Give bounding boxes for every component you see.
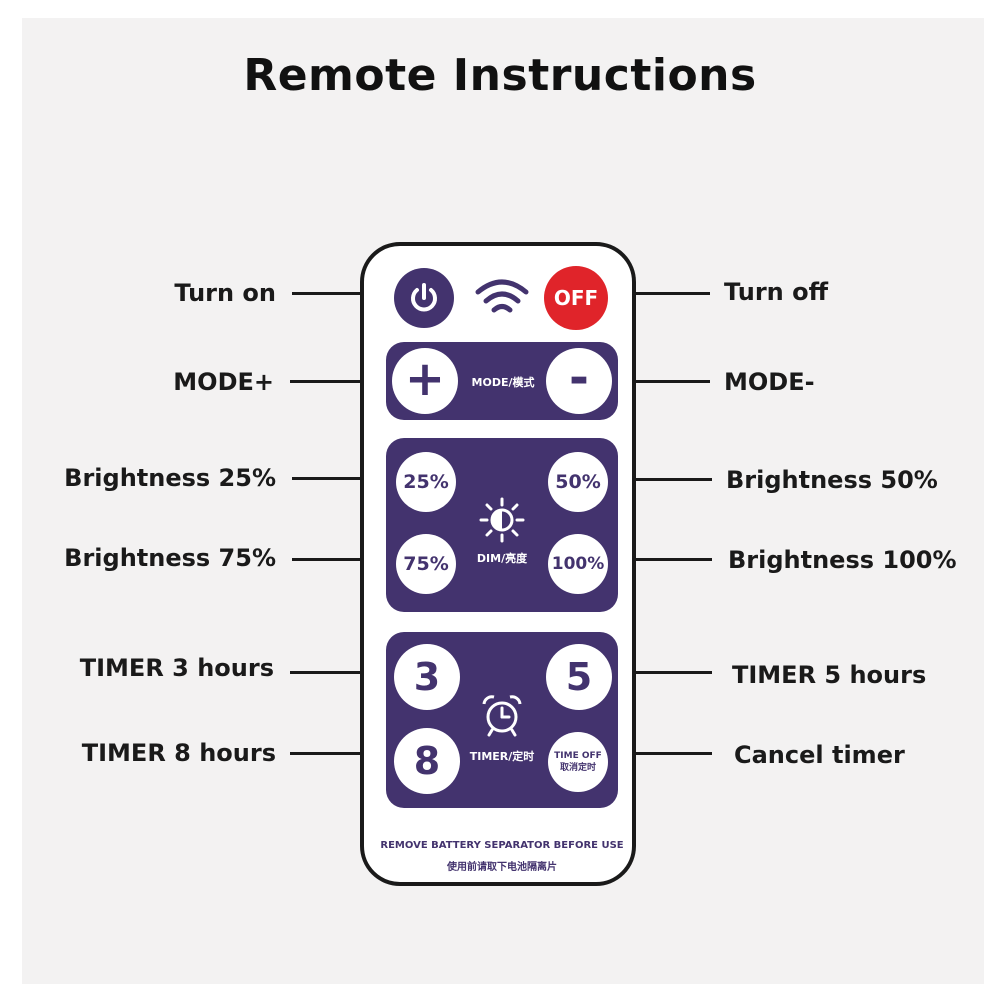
leader-line	[292, 292, 390, 295]
label-timer-8: TIMER 8 hours	[81, 739, 276, 767]
b75-label: 75%	[403, 553, 449, 575]
brightness-75-button[interactable]: 75%	[396, 534, 456, 594]
timeoff-en-label: TIME OFF	[554, 751, 602, 761]
t5-label: 5	[565, 655, 593, 699]
timer-3-button[interactable]: 3	[394, 644, 460, 710]
plus-icon: +	[404, 351, 446, 407]
power-icon	[411, 283, 437, 312]
label-mode-plus: MODE+	[173, 368, 274, 396]
leader-line	[290, 380, 392, 383]
footer-warning-cn: 使用前请取下电池隔离片	[447, 862, 557, 873]
t3-label: 3	[413, 655, 441, 699]
mode-text: MODE/模式	[471, 376, 535, 389]
mode-panel: + MODE/模式 -	[386, 342, 618, 420]
leader-line	[605, 292, 710, 295]
label-mode-minus: MODE-	[724, 368, 815, 396]
brightness-25-button[interactable]: 25%	[396, 452, 456, 512]
cancel-timer-button[interactable]: TIME OFF 取消定时	[548, 732, 608, 792]
leader-line	[290, 671, 390, 674]
footer-warning-en: REMOVE BATTERY SEPARATOR BEFORE USE	[380, 840, 624, 851]
label-brightness-50: Brightness 50%	[726, 466, 938, 494]
timeoff-cn-label: 取消定时	[559, 763, 596, 773]
brightness-50-button[interactable]: 50%	[548, 452, 608, 512]
b25-label: 25%	[403, 471, 449, 493]
label-turn-off: Turn off	[724, 278, 829, 306]
label-timer-3: TIMER 3 hours	[79, 654, 274, 682]
dim-panel: 25% 50% DIM/亮度 75% 100%	[386, 438, 618, 612]
t8-label: 8	[413, 739, 441, 783]
leader-line	[610, 380, 710, 383]
timer-text: TIMER/定时	[469, 750, 535, 763]
brightness-100-button[interactable]: 100%	[548, 534, 608, 594]
b50-label: 50%	[555, 471, 601, 493]
label-turn-on: Turn on	[174, 279, 276, 307]
b100-label: 100%	[551, 554, 605, 574]
timer-5-button[interactable]: 5	[546, 644, 612, 710]
mode-minus-button[interactable]: -	[546, 348, 612, 414]
label-cancel-timer: Cancel timer	[734, 741, 905, 769]
leader-line	[612, 752, 712, 755]
alarm-clock-icon	[482, 695, 522, 737]
leader-line	[608, 478, 712, 481]
minus-icon: -	[569, 350, 589, 406]
page-title: Remote Instructions	[243, 50, 757, 101]
leader-line	[290, 752, 390, 755]
label-brightness-100: Brightness 100%	[728, 546, 957, 574]
label-brightness-75: Brightness 75%	[64, 544, 276, 572]
off-button[interactable]: OFF	[544, 266, 608, 330]
timer-panel: 3 5 TIMER/定时 8 TIME OFF 取消定时	[386, 632, 618, 808]
remote-control: OFF + MODE/模式 - 25% 50%	[360, 242, 636, 886]
dim-text: DIM/亮度	[476, 552, 528, 565]
power-button[interactable]	[394, 268, 454, 328]
label-timer-5: TIMER 5 hours	[732, 661, 927, 689]
leader-line	[292, 558, 392, 561]
wifi-signal-icon	[475, 279, 529, 313]
off-button-label: OFF	[553, 286, 599, 310]
leader-line	[608, 558, 712, 561]
mode-plus-button[interactable]: +	[392, 348, 458, 414]
leader-line	[608, 671, 712, 674]
brightness-sun-icon	[479, 497, 525, 543]
leader-line	[292, 477, 392, 480]
timer-8-button[interactable]: 8	[394, 728, 460, 794]
label-brightness-25: Brightness 25%	[64, 464, 276, 492]
